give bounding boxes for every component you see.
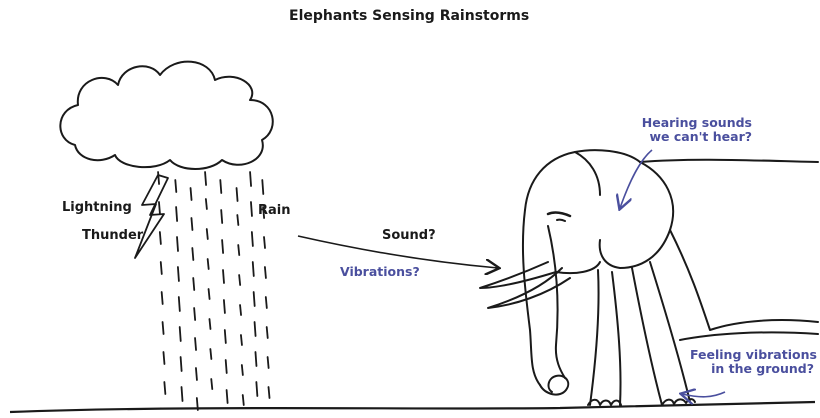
hearing-line-2: we can't hear?	[640, 130, 752, 144]
rain-drop	[180, 327, 181, 341]
rain-drop	[225, 330, 226, 343]
rain-drop	[227, 390, 228, 403]
rain-drop	[210, 349, 211, 359]
rain-drop	[252, 232, 253, 246]
rain-drop	[211, 379, 212, 389]
rain-drop	[264, 237, 265, 248]
rain-drop	[209, 289, 210, 299]
rain-drop	[178, 267, 179, 281]
hearing-annotation: Hearing sounds we can't hear?	[640, 116, 752, 144]
vibrations-label: Vibrations?	[340, 265, 420, 279]
rain-drop	[266, 297, 267, 308]
rain-drop	[237, 188, 238, 201]
rain-drop	[163, 322, 164, 334]
rain-drop	[193, 278, 194, 290]
rain-drop	[267, 327, 268, 338]
rain-drop	[224, 300, 225, 313]
rain-drop	[207, 229, 208, 239]
rain-drop	[175, 180, 176, 192]
thunder-label: Thunder	[82, 228, 143, 243]
rain-label: Rain	[258, 203, 291, 218]
rain-drop	[265, 267, 266, 278]
rain-drop	[243, 395, 244, 405]
storm-cloud	[60, 62, 272, 169]
rain-drop	[241, 335, 242, 345]
rain-drop	[262, 180, 263, 194]
rain-streaks	[158, 172, 269, 410]
rain-drop	[179, 297, 180, 311]
rain-drop	[253, 262, 254, 276]
rain-drop	[255, 352, 256, 366]
rain-drop	[269, 387, 270, 398]
feeling-line-2: in the ground?	[690, 362, 814, 376]
rain-drop	[160, 232, 161, 244]
rain-drop	[205, 172, 206, 185]
rain-drop	[192, 248, 193, 260]
rain-drop	[208, 259, 209, 269]
rain-drop	[196, 368, 197, 380]
rain-drop	[194, 308, 195, 320]
feeling-annotation: Feeling vibrations in the ground?	[690, 348, 814, 376]
rain-drop	[162, 292, 163, 304]
rain-drop	[177, 237, 178, 251]
rain-drop	[159, 202, 160, 214]
rain-drop	[182, 387, 183, 401]
rain-drop	[209, 319, 210, 329]
rain-drop	[237, 215, 238, 225]
hearing-line-1: Hearing sounds	[640, 116, 752, 130]
lightning-label: Lightning	[62, 200, 132, 215]
rain-drop	[226, 360, 227, 373]
rain-drop	[163, 352, 164, 364]
rain-drop	[191, 188, 192, 200]
sound-label: Sound?	[382, 228, 436, 243]
rain-drop	[191, 218, 192, 230]
rain-drop	[238, 245, 239, 255]
rain-drop	[250, 172, 251, 186]
feeling-line-1: Feeling vibrations	[690, 348, 814, 362]
diagram-title: Elephants Sensing Rainstorms	[289, 8, 529, 24]
rain-drop	[240, 305, 241, 315]
rain-drop	[223, 270, 224, 283]
rain-drop	[239, 275, 240, 285]
rain-drop	[164, 382, 165, 394]
rain-drop	[206, 199, 207, 209]
rain-drop	[181, 357, 182, 371]
rain-drop	[242, 365, 243, 375]
rain-drop	[222, 240, 223, 253]
rain-drop	[161, 262, 162, 274]
rain-drop	[158, 172, 159, 184]
rain-drop	[256, 382, 257, 396]
rain-drop	[268, 357, 269, 368]
rain-drop	[220, 180, 221, 193]
lightning-bolt-icon	[135, 175, 168, 258]
ground-line	[10, 402, 815, 412]
rain-drop	[255, 322, 256, 336]
rain-drop	[251, 202, 252, 216]
rain-drop	[195, 338, 196, 350]
rain-drop	[254, 292, 255, 306]
rain-drop	[176, 207, 177, 221]
rain-drop	[221, 210, 222, 223]
